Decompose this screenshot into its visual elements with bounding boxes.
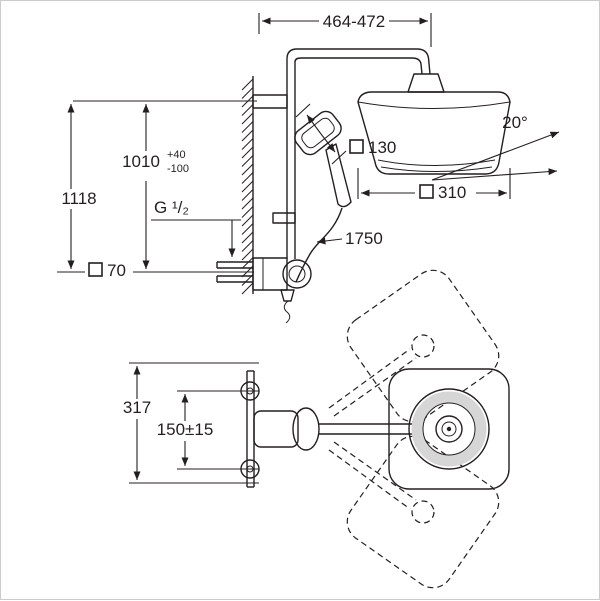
hose-length-label: 1750 (345, 229, 383, 248)
dimension-head-size: 310 (357, 168, 511, 202)
shower-hose (295, 207, 343, 283)
tick-upper (295, 103, 311, 118)
supply-fitting-bottom-screw (246, 465, 254, 473)
head-shower-face-line-1 (377, 159, 496, 166)
swivel-arm-up-a (333, 357, 417, 417)
plan-height-label: 317 (123, 398, 151, 417)
swivel-arm-up-b (328, 348, 411, 409)
thermostat-valve-side (216, 257, 312, 324)
swivel-connector-down (411, 500, 435, 524)
spray-ring-outer (408, 388, 490, 470)
valve-knob-inner (288, 265, 306, 283)
swivel-connector-up (411, 334, 435, 358)
head-shower (357, 73, 511, 175)
plan-view-head-shower (388, 368, 510, 490)
plan-view-thermostat (240, 370, 414, 488)
square-symbol-icon (349, 139, 364, 154)
hand-shower-head-outline (294, 110, 342, 156)
swivel-arm-down-a (333, 441, 417, 501)
head-shower-body (357, 91, 511, 175)
valve-body (252, 257, 288, 291)
hose-leader-arrow (316, 237, 343, 245)
supply-fitting-top-screw (246, 387, 254, 395)
height-upper-tol-minus: -100 (167, 163, 189, 175)
hand-shower-arrow-down (320, 133, 336, 153)
valve-knob (282, 259, 312, 289)
square-symbol-icon (419, 184, 434, 199)
riser-outer-line (286, 48, 431, 259)
valve-outlet (280, 289, 295, 302)
dimension-wall-box: 70 (88, 261, 126, 280)
head-shower-plan-outline (388, 368, 510, 490)
center-hub-outer (435, 415, 463, 443)
center-hub-inner (441, 421, 457, 437)
tilt-line-upper (431, 131, 560, 181)
tick-lower (331, 150, 347, 165)
riser-inner-line (294, 57, 423, 259)
dimension-head-tilt: 20° (431, 113, 560, 181)
swivel-arm-down-b (328, 449, 411, 510)
hand-shower-face (301, 117, 335, 149)
wall-bracket (252, 94, 288, 109)
hand-shower-head (294, 110, 342, 156)
supply-spacing-label: 150±15 (157, 420, 214, 439)
head-tilt-angle-label: 20° (502, 113, 528, 132)
dimension-top-width: 464-472 (258, 12, 432, 47)
square-symbol-icon (88, 262, 103, 277)
dimension-plan-height: 317 (123, 362, 259, 484)
spray-ring-inner (422, 402, 476, 456)
dimension-heights-left: 1118 1010 +40 -100 (57, 100, 257, 273)
center-dot (446, 426, 452, 432)
hand-shower-handle (325, 143, 352, 208)
head-shower-face-line-2 (380, 166, 493, 172)
hose-end-squiggle (283, 300, 291, 324)
dimension-hose-length: 1750 (316, 229, 383, 248)
thermostat-body-plan (253, 410, 299, 448)
head-shower-connector (407, 73, 445, 93)
tilt-line-lower (431, 168, 558, 181)
dimension-hand-shower: 130 (295, 103, 396, 165)
arm-escutcheon (292, 407, 320, 451)
thread-size-label: G ¹/₂ (154, 198, 189, 217)
dimension-supply-spacing: 150±15 (157, 390, 241, 470)
shower-riser-pipe (252, 48, 431, 259)
head-size-label: 310 (438, 183, 466, 202)
hand-shower-size-label: 130 (368, 138, 396, 157)
dimension-thread: G ¹/₂ (151, 198, 241, 257)
height-upper-label: 1010 (122, 152, 160, 171)
hand-shower-holder (272, 212, 296, 224)
head-shower-rim (357, 101, 511, 109)
height-upper-tol-plus: +40 (167, 149, 186, 161)
spray-ring-shaded (411, 391, 487, 467)
hand-shower-arrow-up (306, 114, 322, 135)
top-width-label: 464-472 (323, 12, 385, 31)
wall-box-size-label: 70 (107, 261, 126, 280)
height-total-label: 1118 (61, 189, 96, 208)
